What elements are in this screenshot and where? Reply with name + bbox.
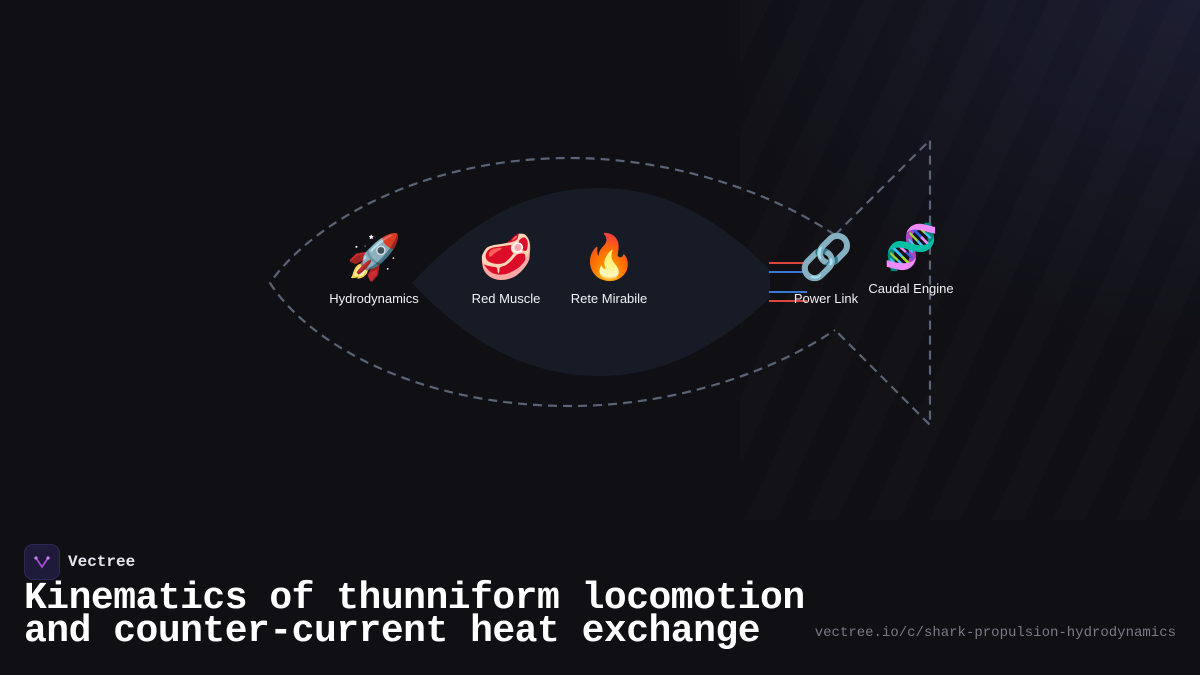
node-label: Power Link xyxy=(793,291,859,306)
body-fill xyxy=(412,188,770,376)
rocket-icon: 🚀 xyxy=(346,233,402,282)
node-red-muscle: 🥩 Red Muscle xyxy=(472,233,541,306)
vectree-logo-icon xyxy=(24,544,60,580)
heat-exchange-lines xyxy=(769,262,807,302)
title-line-2: and counter-current heat exchange xyxy=(24,610,761,653)
dna-icon: 🧬 xyxy=(883,223,939,272)
node-label: Red Muscle xyxy=(471,291,541,306)
fire-icon: 🔥 xyxy=(581,233,637,282)
node-label: Rete Mirabile xyxy=(570,291,648,306)
tail-outline xyxy=(834,137,932,428)
link-icon: 🔗 xyxy=(798,233,854,282)
node-rete-mirabile: 🔥 Rete Mirabile xyxy=(571,233,648,306)
node-label: Caudal Engine xyxy=(868,281,954,296)
node-power-link: 🔗 Power Link xyxy=(794,233,858,306)
meat-icon: 🥩 xyxy=(478,233,534,282)
body-outline xyxy=(268,156,836,408)
brand-name: Vectree xyxy=(68,553,136,571)
node-label: Hydrodynamics xyxy=(329,291,419,306)
node-caudal-engine: 🧬 Caudal Engine xyxy=(868,223,953,296)
source-url: vectree.io/c/shark-propulsion-hydrodynam… xyxy=(814,625,1176,641)
node-hydrodynamics: 🚀 Hydrodynamics xyxy=(329,233,419,306)
brand: Vectree xyxy=(24,544,135,580)
page-title: Kinematics of thunniform locomotion and … xyxy=(24,580,805,651)
title-line-1: Kinematics of thunniform locomotion xyxy=(24,577,805,620)
